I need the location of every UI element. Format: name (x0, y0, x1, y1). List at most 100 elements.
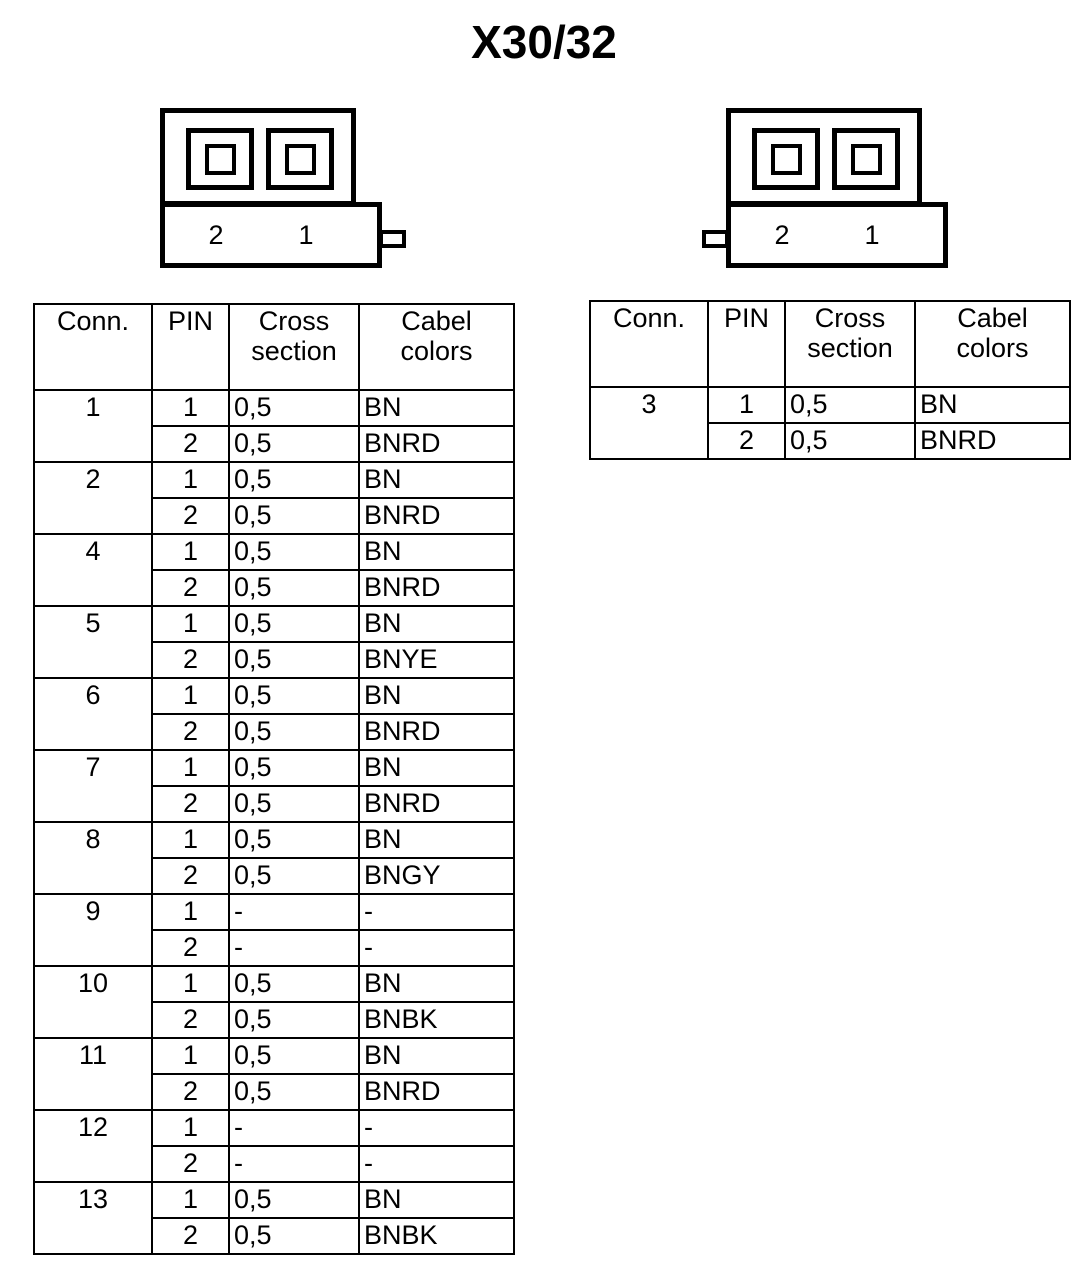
cell-connector-number: 8 (33, 821, 153, 895)
cell-pin-number: 2 (151, 1217, 230, 1255)
page-title: X30/32 (471, 16, 617, 68)
cell-cross-section: - (228, 893, 360, 931)
cell-cabel-color: BNRD (358, 785, 515, 823)
cell-pin-number: 1 (151, 1109, 230, 1147)
cell-cross-section: - (228, 929, 360, 967)
cell-pin-number: 2 (151, 1073, 230, 1111)
cell-cross-section: 0,5 (784, 422, 916, 460)
pin-socket-outer-2 (752, 128, 820, 190)
cell-cross-section: 0,5 (228, 389, 360, 427)
pin-socket-outer-1 (832, 128, 900, 190)
connector-pin-label-1: 1 (864, 220, 880, 250)
cell-pin-number: 2 (151, 569, 230, 607)
cell-cross-section: 0,5 (784, 386, 916, 424)
pin-socket-outer-1 (266, 128, 334, 190)
cell-cross-section: 0,5 (228, 641, 360, 679)
cell-pin-number: 1 (151, 677, 230, 715)
pin-socket-inner-1 (285, 144, 316, 175)
cell-cross-section: 0,5 (228, 569, 360, 607)
cell-cabel-color: BNRD (914, 422, 1071, 460)
cell-pin-number: 2 (151, 929, 230, 967)
cell-connector-number: 5 (33, 605, 153, 679)
cell-connector-number: 4 (33, 533, 153, 607)
pin-socket-outer-2 (186, 128, 254, 190)
cell-cross-section: 0,5 (228, 461, 360, 499)
cell-cabel-color: BNRD (358, 425, 515, 463)
cell-pin-number: 2 (151, 1001, 230, 1039)
cell-cabel-color: BN (358, 533, 515, 571)
cell-cabel-color: BN (358, 1181, 515, 1219)
cell-cabel-color: BNRD (358, 497, 515, 535)
cell-pin-number: 1 (151, 893, 230, 931)
column-header-conn: Conn. (589, 300, 709, 388)
cell-pin-number: 2 (707, 422, 786, 460)
cell-cross-section: 0,5 (228, 1037, 360, 1075)
cell-cross-section: 0,5 (228, 785, 360, 823)
cell-connector-number: 6 (33, 677, 153, 751)
cell-pin-number: 2 (151, 785, 230, 823)
pin-socket-inner-2 (205, 144, 236, 175)
cell-cabel-color: BNRD (358, 1073, 515, 1111)
cell-connector-number: 12 (33, 1109, 153, 1183)
cell-connector-number: 7 (33, 749, 153, 823)
cell-pin-number: 2 (151, 641, 230, 679)
cell-connector-number: 9 (33, 893, 153, 967)
pin-socket-inner-2 (771, 144, 802, 175)
connector-housing-lower (726, 202, 948, 268)
cell-pin-number: 2 (151, 1145, 230, 1183)
connector-latch-tab (379, 230, 406, 248)
cell-cross-section: - (228, 1109, 360, 1147)
cell-pin-number: 1 (151, 1037, 230, 1075)
connector-latch-tab (702, 230, 729, 248)
cell-cabel-color: - (358, 929, 515, 967)
cell-cabel-color: BNRD (358, 569, 515, 607)
cell-connector-number: 13 (33, 1181, 153, 1255)
cell-cross-section: 0,5 (228, 677, 360, 715)
cell-cabel-color: BN (358, 749, 515, 787)
cell-cross-section: 0,5 (228, 749, 360, 787)
cell-cross-section: 0,5 (228, 605, 360, 643)
cell-pin-number: 1 (151, 965, 230, 1003)
cell-pin-number: 2 (151, 497, 230, 535)
cell-cabel-color: BN (358, 389, 515, 427)
cell-connector-number: 10 (33, 965, 153, 1039)
table-row: 2-- (34, 929, 515, 967)
table-row: 2-- (34, 1145, 515, 1183)
cell-cross-section: 0,5 (228, 713, 360, 751)
cell-cabel-color: BNBK (358, 1217, 515, 1255)
cell-cabel-color: BNYE (358, 641, 515, 679)
cell-connector-number: 11 (33, 1037, 153, 1111)
cell-pin-number: 1 (707, 386, 786, 424)
cell-pin-number: 1 (151, 389, 230, 427)
cell-cabel-color: BN (358, 1037, 515, 1075)
cell-cross-section: 0,5 (228, 1181, 360, 1219)
cell-cross-section: 0,5 (228, 1217, 360, 1255)
column-header-pin: PIN (151, 303, 230, 391)
cell-connector-number: 2 (33, 461, 153, 535)
cell-cabel-color: - (358, 1145, 515, 1183)
pin-socket-inner-1 (851, 144, 882, 175)
cell-pin-number: 2 (151, 857, 230, 895)
